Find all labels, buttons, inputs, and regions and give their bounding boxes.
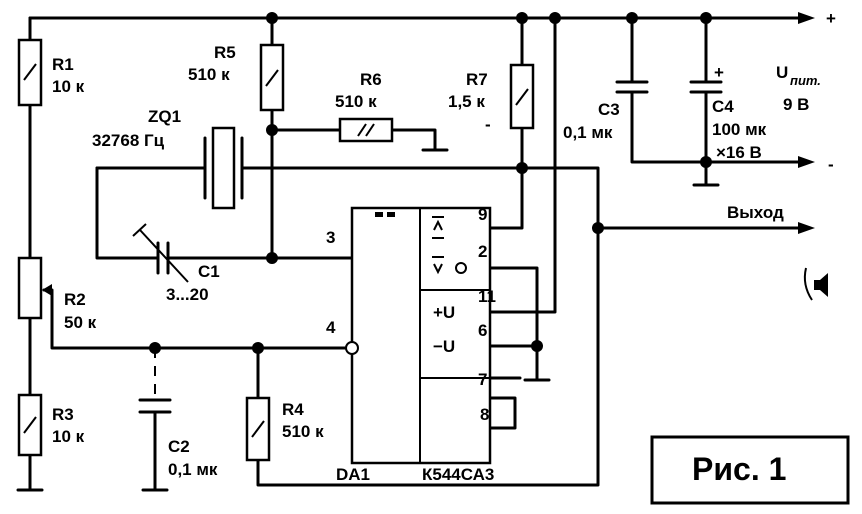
supply-plus: + [826, 9, 836, 28]
supply-label: U [776, 63, 788, 82]
plus-u-wire [488, 16, 557, 314]
junction [266, 12, 278, 24]
c4-polarity: + [714, 63, 724, 82]
c4-value: 100 мк [712, 120, 767, 139]
c2-value: 0,1 мк [168, 460, 218, 479]
zq1-value: 32768 Гц [92, 131, 165, 150]
r7-wire [488, 16, 524, 230]
c3-value: 0,1 мк [563, 123, 613, 142]
r5-value: 510 к [188, 65, 230, 84]
zq1-ref: ZQ1 [148, 107, 181, 126]
supply-minus-arrow [798, 156, 815, 168]
r5-ref: R5 [214, 43, 236, 62]
pin78-wire [488, 376, 522, 430]
capacitor-c4 [689, 80, 723, 94]
pin-3-label: 3 [326, 228, 335, 247]
chip-label-minus-u: −U [433, 337, 455, 356]
chip-da1 [345, 206, 492, 465]
supply-plus-arrow [798, 12, 815, 24]
figure-caption-box [650, 435, 850, 505]
cap-wires [630, 16, 807, 187]
c2-ref: C2 [168, 437, 190, 456]
resistor-r2 [17, 256, 52, 320]
supply-voltage: 9 В [783, 95, 809, 114]
r1-value: 10 к [52, 77, 85, 96]
c4-ref: C4 [712, 97, 734, 116]
pin-2-label: 2 [478, 242, 487, 261]
resistor-r4 [245, 396, 271, 462]
resistor-r5 [259, 43, 285, 112]
r7-value: 1,5 к [448, 92, 485, 111]
junction [531, 340, 543, 352]
wires [28, 16, 807, 492]
resistor-r7 [509, 63, 535, 130]
resistor-r1 [17, 38, 43, 107]
c1-ref: C1 [198, 262, 220, 281]
comparator-out-symbol [432, 216, 444, 275]
inverted-output-bubble [455, 262, 467, 274]
c1-value: 3...20 [166, 285, 209, 304]
r6-ref: R6 [360, 70, 382, 89]
zq1-wire [95, 166, 600, 442]
pin-11-label: 11 [478, 287, 496, 306]
pin-9-label: 9 [478, 205, 487, 224]
junction [700, 12, 712, 24]
resistor-r6 [338, 117, 394, 143]
c3-ref: C3 [598, 100, 620, 119]
r2-ref: R2 [64, 290, 86, 309]
r6-wire [270, 128, 437, 152]
junction [266, 252, 278, 264]
output-arrow [798, 222, 815, 234]
c4-voltage: ×16 В [716, 143, 762, 162]
arrows [798, 12, 815, 234]
junction [266, 124, 278, 136]
junction [700, 156, 712, 168]
chip-type: К544СА3 [422, 465, 494, 484]
r4-ref: R4 [282, 400, 304, 419]
junction [252, 342, 264, 354]
supply-subscript: пит. [790, 73, 821, 88]
r7-minus-mark: - [485, 115, 491, 134]
junction [549, 12, 561, 24]
inverting-input-bubble [345, 341, 359, 355]
junction [516, 12, 528, 24]
crystal-zq1 [203, 126, 244, 210]
junctions [149, 12, 712, 354]
supply-minus: - [828, 155, 834, 174]
capacitor-c2 [138, 398, 172, 424]
capacitor-c1 [132, 223, 192, 283]
r7-ref: R7 [466, 70, 488, 89]
junction [149, 342, 161, 354]
r6-value: 510 к [335, 92, 377, 111]
capacitor-c3 [615, 80, 649, 94]
output-label: Выход [727, 203, 784, 222]
junction [516, 162, 528, 174]
speaker-icon [803, 267, 828, 301]
junction [592, 222, 604, 234]
pin-6-label: 6 [478, 321, 487, 340]
pin-8-label: 8 [480, 405, 489, 424]
figure-caption: Рис. 1 [692, 451, 786, 487]
r2-value: 50 к [64, 313, 97, 332]
r4-wire [256, 346, 600, 487]
r3-value: 10 к [52, 427, 85, 446]
r3-ref: R3 [52, 405, 74, 424]
r1-ref: R1 [52, 55, 74, 74]
resistor-r3 [17, 393, 43, 457]
pin-4-label: 4 [326, 318, 336, 337]
grounds [16, 148, 720, 492]
pin-7-label: 7 [478, 370, 487, 389]
r4-value: 510 к [282, 422, 324, 441]
chip-ref: DA1 [336, 465, 370, 484]
junction [626, 12, 638, 24]
chip-label-plus-u: +U [433, 303, 455, 322]
